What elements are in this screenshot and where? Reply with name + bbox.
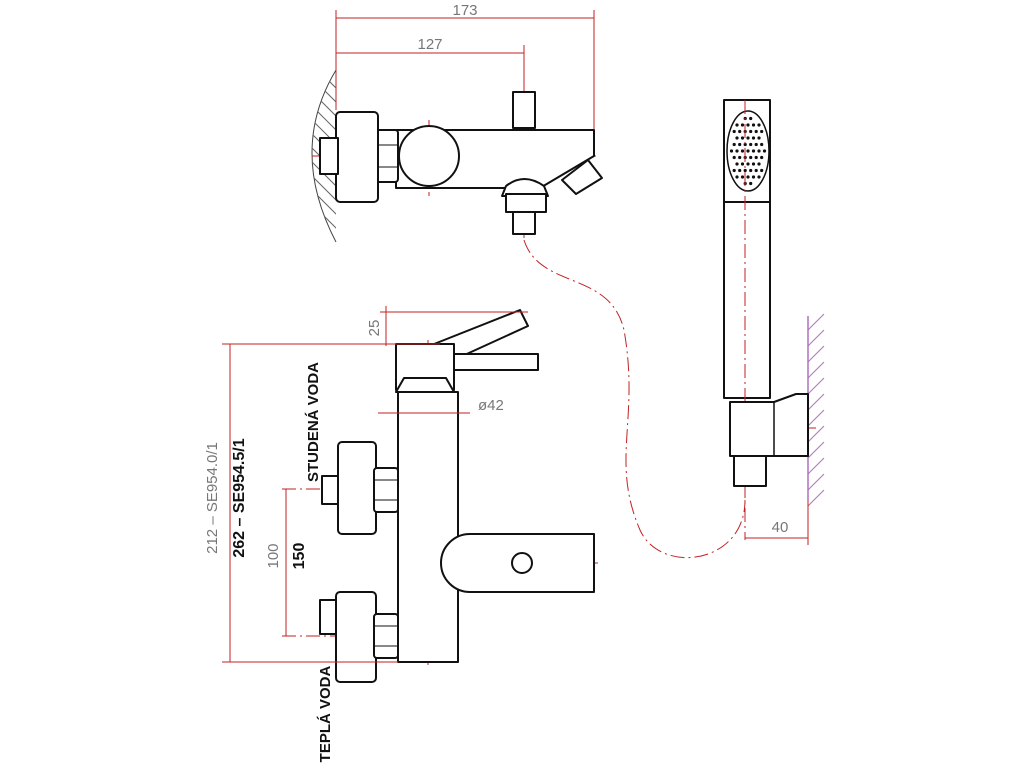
hose-connector — [733, 455, 767, 487]
dimension-150-label: 150 — [291, 543, 308, 570]
spray-hole — [738, 142, 742, 147]
spray-hole — [751, 136, 756, 140]
dimension-40: 40 — [745, 500, 809, 545]
hot-inlet — [319, 591, 399, 683]
spray-hole — [729, 149, 734, 153]
spray-hole — [751, 175, 756, 179]
top-lever-stub — [512, 91, 536, 129]
spray-hole — [757, 123, 761, 127]
dimension-40-label: 40 — [772, 519, 789, 536]
spray-hole — [735, 123, 739, 127]
spray-hole — [749, 116, 753, 121]
spray-hole — [757, 162, 761, 166]
spray-hole — [746, 123, 750, 127]
shower-spray-face — [726, 110, 770, 192]
dimension-25: 25 — [366, 306, 528, 346]
spray-hole — [732, 168, 736, 173]
spray-hole — [760, 155, 764, 160]
spray-hole — [740, 123, 745, 127]
dimension-25-label: 25 — [366, 320, 383, 337]
dimension-diameter: ø42 — [378, 397, 504, 414]
dimension-diameter-label: ø42 — [478, 397, 504, 414]
spray-hole — [757, 175, 761, 179]
spray-hole — [738, 129, 742, 134]
spray-hole — [735, 136, 739, 140]
spray-hole — [760, 142, 764, 147]
cold-inlet — [321, 441, 399, 535]
front-lever — [395, 309, 539, 393]
spray-hole — [746, 175, 750, 179]
top-nut — [375, 129, 399, 183]
spray-hole — [754, 168, 758, 173]
spray-hole — [740, 175, 745, 179]
top-diverter — [505, 193, 547, 213]
spray-hole — [749, 168, 753, 173]
spray-hole — [749, 129, 753, 134]
spray-hole — [738, 168, 742, 173]
dimension-212-label: 212 – SE954.0/1 — [204, 442, 221, 554]
spray-hole — [760, 168, 764, 173]
spray-hole — [760, 129, 764, 134]
cold-water-label: STUDENÁ VODA — [305, 362, 322, 482]
hand-shower-view: 40 — [723, 99, 825, 545]
spray-hole — [740, 149, 745, 153]
dimension-262-label: 262 – SE954.5/1 — [231, 438, 248, 557]
dimension-173: 173 — [335, 2, 595, 130]
spray-hole — [746, 149, 750, 153]
hot-water-label: TEPLÁ VODA — [317, 666, 334, 763]
dimension-127-label: 127 — [417, 36, 442, 53]
spray-hole — [732, 129, 736, 134]
spray-hole — [754, 155, 758, 160]
top-rosette — [335, 111, 379, 203]
top-spout — [561, 159, 603, 195]
spray-hole — [749, 155, 753, 160]
top-diverter-stem — [512, 211, 536, 235]
spray-hole — [751, 123, 756, 127]
spray-hole — [743, 142, 747, 147]
spray-hole — [740, 136, 745, 140]
top-view: 173 127 — [311, 2, 603, 243]
top-knob — [398, 125, 460, 187]
spray-hole — [757, 136, 761, 140]
spray-hole — [735, 162, 739, 166]
spray-hole — [746, 162, 750, 166]
spray-hole — [751, 149, 756, 153]
spray-hole — [746, 136, 750, 140]
spray-hole — [735, 149, 739, 153]
top-diverter-cap — [501, 178, 549, 197]
dimension-height: 212 – SE954.0/1 262 – SE954.5/1 — [204, 343, 398, 663]
dimension-100-label: 100 — [265, 543, 282, 568]
dimension-173-label: 173 — [452, 2, 477, 19]
spray-hole — [751, 162, 756, 166]
spray-hole — [740, 162, 745, 166]
spray-hole — [749, 142, 753, 147]
spray-hole — [732, 142, 736, 147]
dimension-127: 127 — [336, 36, 525, 92]
spray-hole — [762, 149, 767, 153]
wall-holder — [729, 393, 809, 457]
top-inlet-stub — [319, 137, 339, 175]
spray-hole — [732, 155, 736, 160]
spray-hole — [754, 142, 758, 147]
spray-hole — [738, 155, 742, 160]
shower-hose — [523, 239, 746, 559]
front-body — [397, 391, 459, 663]
spray-hole — [743, 168, 747, 173]
diverter-button — [511, 552, 533, 574]
spray-holes — [729, 116, 767, 186]
front-view: 25 ø42 — [204, 306, 600, 762]
spray-hole — [757, 149, 761, 153]
shower-handle — [723, 201, 771, 399]
spray-hole — [735, 175, 739, 179]
spray-hole — [749, 181, 753, 186]
spray-hole — [754, 129, 758, 134]
wall-hatch-right — [807, 313, 825, 507]
dimension-inlet-spacing: 100 150 — [265, 489, 308, 636]
